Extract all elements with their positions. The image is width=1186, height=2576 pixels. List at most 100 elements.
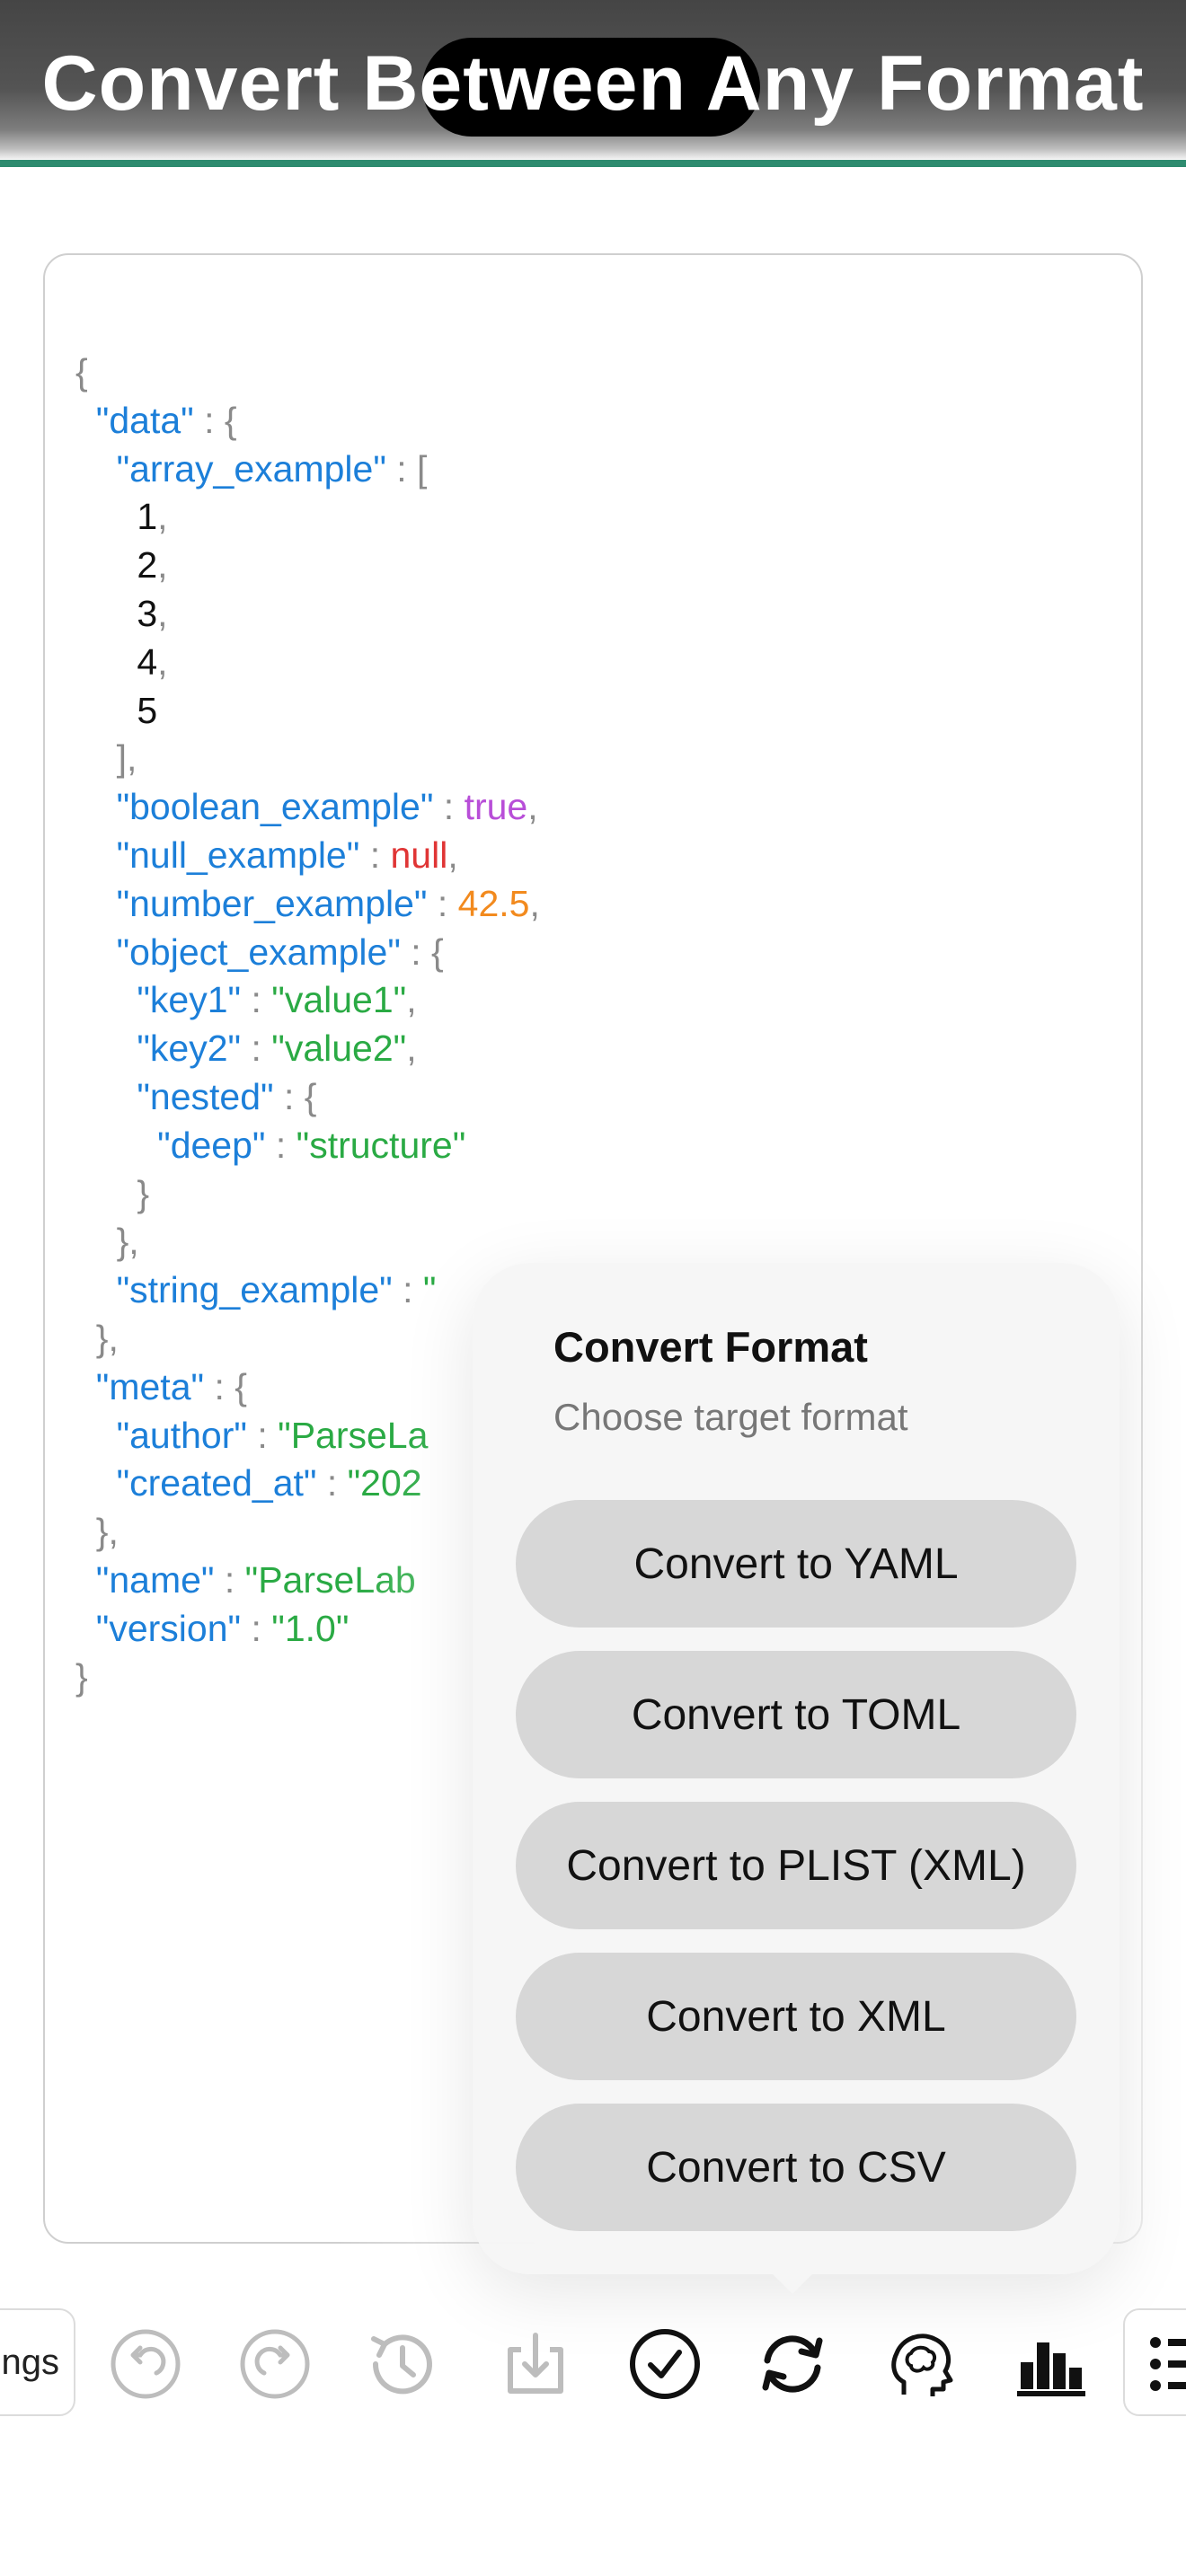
code-token — [75, 834, 117, 876]
code-line: "object_example" : { — [75, 929, 540, 977]
code-token: "array_example" — [116, 447, 386, 490]
code-token: " — [422, 1269, 437, 1311]
settings-button-label: ngs — [1, 2342, 60, 2382]
code-token: "boolean_example" — [116, 786, 434, 828]
code-token — [75, 883, 117, 924]
code-token: "key2" — [137, 1028, 242, 1070]
code-line: 3, — [75, 590, 540, 639]
code-token — [75, 496, 137, 537]
code-token — [75, 448, 117, 490]
code-token: "nested" — [137, 1075, 274, 1117]
code-token: "ParseLa — [278, 1414, 429, 1456]
settings-button[interactable]: ngs — [0, 2308, 75, 2416]
header-divider — [0, 160, 1186, 167]
validate-check-icon[interactable] — [624, 2323, 706, 2405]
code-line: "boolean_example" : true, — [75, 783, 540, 832]
dynamic-island — [422, 38, 760, 137]
code-token: : — [214, 1558, 245, 1601]
code-line: "nested" : { — [75, 1073, 540, 1122]
code-token: null — [390, 834, 448, 876]
code-token — [75, 1608, 96, 1649]
code-token: "deep" — [157, 1124, 266, 1166]
code-token — [75, 1125, 157, 1166]
code-token: { — [75, 351, 88, 393]
code-token: "null_example" — [116, 834, 360, 876]
code-token — [75, 690, 137, 731]
code-token: "ParseLab — [244, 1558, 416, 1601]
code-token: true — [464, 786, 528, 828]
code-token — [75, 1415, 117, 1456]
code-token: "202 — [347, 1462, 422, 1504]
bottom-toolbar: ngs — [0, 2305, 1186, 2427]
page-title: Convert Between Any Format — [41, 40, 1145, 127]
popover-subtitle: Choose target format — [553, 1396, 908, 1438]
code-token — [75, 641, 137, 683]
convert-to-toml-button[interactable]: Convert to TOML — [516, 1651, 1076, 1778]
convert-sync-icon[interactable] — [751, 2323, 834, 2405]
code-line: 4, — [75, 639, 540, 687]
json-code-view[interactable]: { "data" : { "array_example" : [ 1, 2, 3… — [75, 348, 540, 1701]
code-token: } — [75, 1172, 150, 1214]
code-token: "meta" — [95, 1365, 205, 1407]
code-token: "author" — [116, 1414, 247, 1456]
popover-arrow — [760, 2262, 825, 2294]
code-token: : — [359, 834, 391, 876]
code-line: }, — [75, 1218, 540, 1266]
code-token — [75, 1559, 96, 1601]
code-token: "structure" — [296, 1124, 466, 1166]
undo-icon[interactable] — [104, 2323, 187, 2405]
code-token: 4 — [137, 640, 158, 683]
code-token — [75, 593, 137, 634]
code-line: "author" : "ParseLa — [75, 1412, 540, 1460]
code-line: } — [75, 1654, 540, 1702]
code-token — [75, 544, 137, 586]
code-token: , — [157, 592, 168, 634]
code-line: } — [75, 1170, 540, 1219]
code-token: 42.5 — [457, 882, 530, 924]
code-line: 2, — [75, 542, 540, 590]
code-line: 5 — [75, 687, 540, 736]
code-token: : — [316, 1462, 348, 1504]
list-icon — [1150, 2337, 1186, 2391]
code-token: , — [157, 640, 168, 683]
code-line: "key1" : "value1", — [75, 976, 540, 1025]
code-token: : { — [204, 1365, 247, 1407]
code-token: "number_example" — [116, 882, 428, 924]
code-token: , — [529, 882, 540, 924]
download-icon[interactable] — [494, 2323, 577, 2405]
redo-icon[interactable] — [234, 2323, 316, 2405]
code-token: "object_example" — [116, 931, 401, 973]
code-line: { — [75, 348, 540, 397]
code-token: 2 — [137, 544, 158, 587]
list-view-button[interactable] — [1123, 2308, 1186, 2416]
code-token — [75, 1076, 137, 1117]
code-token — [75, 786, 117, 827]
code-line: "array_example" : [ — [75, 446, 540, 494]
convert-to-plist-button[interactable]: Convert to PLIST (XML) — [516, 1802, 1076, 1929]
code-token: }, — [75, 1511, 119, 1553]
code-token: "name" — [95, 1558, 215, 1601]
code-token: : — [246, 1414, 279, 1456]
app-header: Convert Between Any Format — [0, 0, 1186, 167]
code-token: , — [527, 786, 538, 828]
convert-to-xml-button[interactable]: Convert to XML — [516, 1953, 1076, 2080]
code-line: "null_example" : null, — [75, 832, 540, 880]
code-token: , — [406, 1028, 417, 1070]
ai-brain-icon[interactable] — [881, 2323, 963, 2405]
code-line: "meta" : { — [75, 1363, 540, 1412]
convert-to-yaml-button[interactable]: Convert to YAML — [516, 1500, 1076, 1628]
history-icon[interactable] — [361, 2323, 444, 2405]
code-token — [75, 1366, 96, 1407]
code-token: , — [406, 979, 417, 1021]
code-token: : [ — [385, 447, 428, 490]
code-token: 1 — [137, 496, 158, 538]
code-token: }, — [75, 1221, 139, 1263]
code-token: : — [241, 979, 272, 1021]
code-line: "data" : { — [75, 397, 540, 446]
code-token — [75, 931, 117, 973]
stats-bar-chart-icon[interactable] — [1010, 2323, 1093, 2405]
convert-to-csv-button[interactable]: Convert to CSV — [516, 2104, 1076, 2231]
code-line: "deep" : "structure" — [75, 1122, 540, 1170]
code-token: "data" — [95, 399, 194, 441]
code-token: ], — [75, 737, 137, 780]
